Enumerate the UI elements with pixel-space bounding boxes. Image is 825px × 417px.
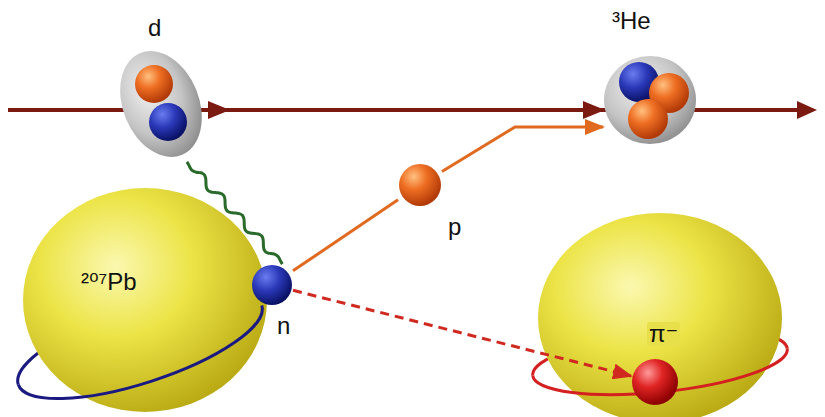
neutron-ball: [252, 265, 292, 305]
nucleus-halo: [105, 39, 217, 169]
helium-3: ³He: [603, 55, 698, 145]
pion-shape: [631, 358, 679, 406]
helium-3-shape: [603, 55, 698, 145]
pion-ball: [632, 359, 678, 405]
nucleus-sphere: [23, 188, 267, 412]
particle-label: d: [148, 16, 161, 40]
particle-label: π⁻: [647, 322, 680, 346]
proton-path: [293, 200, 398, 271]
particle-label: ³He: [612, 9, 651, 33]
beam-arrowhead: [797, 101, 817, 119]
nucleus-halo: [604, 56, 696, 144]
neutron: n: [251, 264, 293, 306]
proton-shape: [398, 163, 442, 207]
neutron-shape: [251, 264, 293, 306]
pion-path: [293, 290, 631, 376]
lead-nucleus-shape: [23, 188, 267, 412]
particle-label: p: [448, 215, 461, 239]
deuteron: d: [118, 48, 204, 160]
proton: p: [398, 163, 442, 207]
lead-nucleus: ²⁰⁷Pb: [23, 188, 267, 412]
particle-label: n: [277, 314, 290, 338]
proton-ball: [135, 65, 173, 103]
nucleus-sphere: [538, 213, 782, 417]
pion: π⁻: [631, 358, 679, 406]
pion-orbit: [533, 349, 791, 406]
neutron-ball: [149, 103, 187, 141]
proton-ball: [628, 99, 668, 139]
proton-path: [442, 127, 603, 172]
deuteron-shape: [118, 48, 204, 160]
beam-connector: [204, 108, 603, 112]
neutron-orbit: [18, 305, 273, 417]
proton-ball: [399, 164, 441, 206]
particle-label: ²⁰⁷Pb: [81, 270, 137, 294]
